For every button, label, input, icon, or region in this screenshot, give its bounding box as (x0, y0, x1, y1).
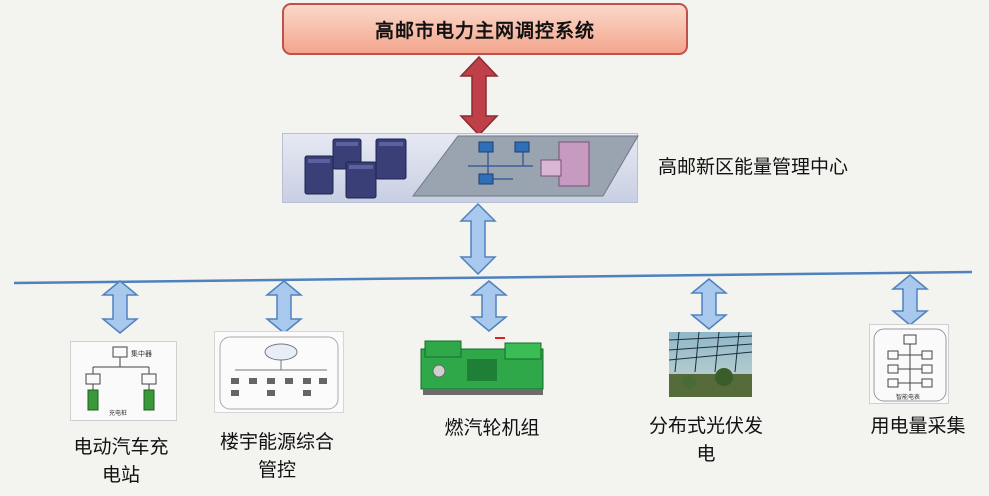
label-line2: 电 (696, 443, 716, 465)
label-line1: 楼宇能源综合 (219, 431, 334, 453)
label-line1: 用电量采集 (870, 415, 966, 437)
node4-arrow-icon (689, 278, 729, 330)
building-energy-illustration (219, 336, 339, 410)
node-label-meter: 用电量采集 (858, 412, 978, 440)
ev-charging-illustration: 集中器 充电桩 (85, 346, 157, 417)
red-double-arrow-icon (459, 56, 499, 136)
gas-turbine-illustration (420, 337, 544, 395)
pv-solar-illustration (669, 332, 752, 397)
node-label-building-energy: 楼宇能源综合 管控 (207, 428, 347, 484)
meter-collection-illustration: 智能电表 (873, 328, 947, 402)
label-line2: 电站 (101, 464, 140, 486)
main-grid-control-system-box: 高邮市电力主网调控系统 (282, 3, 688, 55)
label-line1: 燃汽轮机组 (444, 417, 540, 439)
thumb-header-text: 集中器 (131, 349, 152, 358)
thumb-caption-text: 充电桩 (109, 409, 127, 417)
label-line1: 电动汽车充 (73, 436, 169, 458)
node1-arrow-icon (100, 280, 140, 334)
node-label-ev-charging: 电动汽车充 电站 (61, 433, 181, 489)
gas-turbine-image (419, 337, 549, 397)
pv-solar-image (669, 332, 752, 397)
blue-double-arrow-icon (459, 203, 497, 275)
node3-arrow-icon (469, 280, 509, 332)
node5-arrow-icon (890, 274, 930, 326)
ev-charging-station-image: 集中器 充电桩 (70, 341, 177, 421)
building-energy-image (214, 331, 344, 413)
thumb-caption-text: 智能电表 (896, 393, 920, 401)
energy-center-network-image (282, 133, 639, 203)
bus-line (13, 270, 973, 285)
node-label-pv: 分布式光伏发 电 (631, 412, 781, 468)
label-line2: 管控 (257, 459, 296, 481)
node-label-gas-turbine: 燃汽轮机组 (432, 414, 552, 442)
title-text: 高邮市电力主网调控系统 (374, 19, 595, 42)
network-illustration (304, 135, 639, 199)
meter-collection-image: 智能电表 (869, 324, 949, 404)
energy-management-center-label: 高邮新区能量管理中心 (658, 156, 849, 178)
node2-arrow-icon (264, 280, 304, 334)
label-line1: 分布式光伏发 (648, 415, 763, 437)
